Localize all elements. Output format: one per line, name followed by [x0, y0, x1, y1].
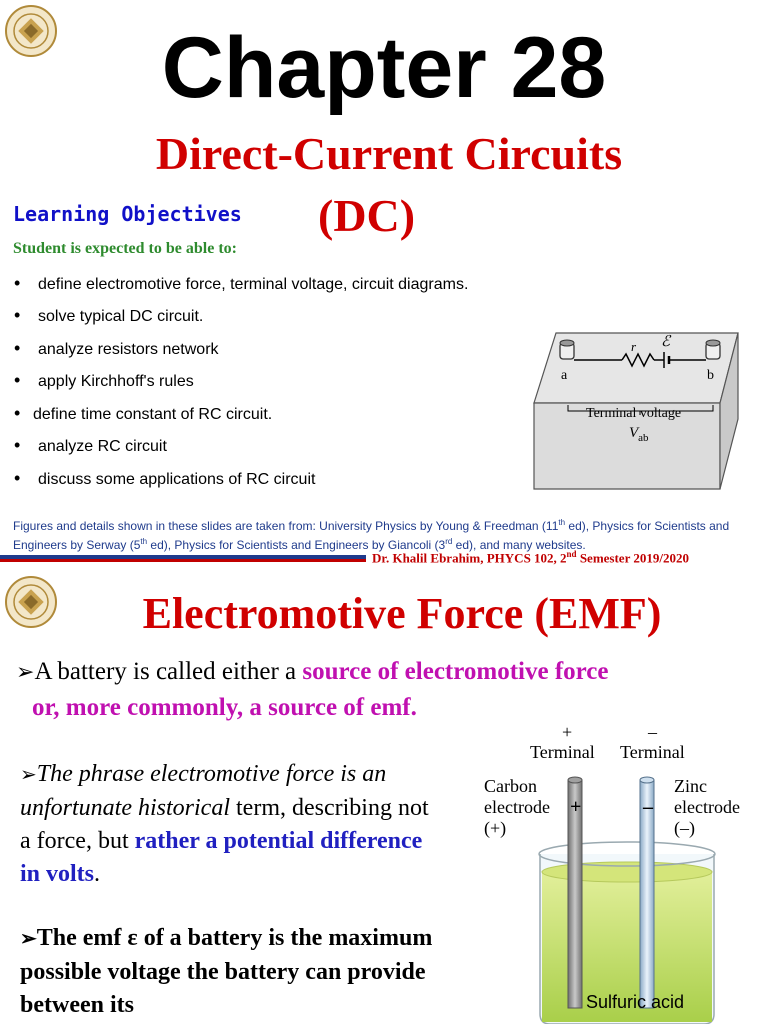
subtitle-line-1: Direct-Current Circuits — [155, 128, 623, 179]
objective-text: apply Kirchhoff's rules — [38, 373, 194, 390]
arrow-bullet-icon: ➢ — [20, 928, 37, 950]
objective-text: define time constant of RC circuit. — [33, 406, 273, 423]
zinc-label-line2: electrode — [674, 797, 740, 817]
carbon-label-line1: Carbon — [484, 776, 537, 796]
bullet-icon: • — [14, 403, 21, 423]
zinc-label-line1: Zinc — [674, 776, 707, 796]
objective-text: analyze resistors network — [38, 341, 219, 358]
terminal-voltage-caption: Terminal voltage — [586, 406, 682, 421]
objective-text: discuss some applications of RC circuit — [38, 471, 316, 488]
bullet-icon: • — [14, 273, 21, 293]
terminal-voltage-diagram: r ℰ a b Terminal voltage Vab — [530, 325, 742, 495]
acid-label: Sulfuric acid — [586, 992, 685, 1012]
p1-highlight-2: or, more commonly, a source of emf. — [32, 694, 417, 721]
vab-label: Vab — [629, 425, 649, 444]
instructor-footer: Dr. Khalil Ebrahim, PHYCS 102, 2nd Semes… — [372, 549, 689, 566]
emf-symbol: ε — [127, 925, 138, 951]
rod-minus-sign: – — [643, 796, 653, 818]
p2-end: . — [94, 861, 101, 887]
plus-terminal-sign: + — [562, 722, 573, 742]
subtitle-line-2: (DC) — [318, 190, 416, 241]
objective-text: define electromotive force, terminal vol… — [38, 276, 469, 293]
p1-highlight: source of electromotive force — [302, 658, 609, 685]
vab-symbol: V — [629, 425, 639, 441]
terminal-b-label: b — [707, 368, 714, 383]
terminal-a-label: a — [561, 368, 568, 383]
footer-rule-red — [0, 559, 366, 562]
p1-text: A battery is called either a — [34, 658, 303, 685]
arrow-bullet-icon: ➢ — [16, 659, 35, 684]
instructor-superscript: nd — [566, 549, 577, 559]
p2-text: term, describing not a force, but — [20, 795, 429, 854]
objective-text: analyze RC circuit — [38, 438, 167, 455]
emf-symbol-label: ℰ — [661, 334, 671, 350]
p3-text: The emf — [36, 925, 128, 951]
p3-text: of a battery is the maximum possible vol… — [20, 925, 433, 1018]
instructor-text: Semester 2019/2020 — [576, 550, 689, 566]
resistor-label: r — [631, 339, 637, 354]
voltaic-cell-diagram: + – Terminal Terminal Carbon electrode (… — [470, 722, 760, 1025]
credits-superscript: rd — [445, 537, 453, 546]
university-seal-icon — [4, 575, 58, 634]
objectives-intro: Student is expected to be able to: — [13, 240, 237, 257]
zinc-label-line3: (–) — [674, 818, 695, 838]
bullet-icon: • — [14, 370, 21, 390]
objectives-heading: Learning Objectives — [13, 202, 242, 226]
credits-text: ed), Physics for Scientists and Engineer… — [147, 538, 446, 552]
vab-subscript: ab — [638, 432, 649, 444]
emf-slide-title: Electromotive Force (EMF) — [142, 589, 662, 638]
p2-blue: rather a potential difference in volts — [20, 828, 423, 887]
emf-paragraph-3: ➢The emf ε of a battery is the maximum p… — [20, 922, 440, 1022]
terminal-right-label: Terminal — [620, 742, 685, 762]
carbon-label-line2: electrode — [484, 797, 550, 817]
footer-rule-blue — [0, 555, 366, 559]
credits-text: ed), Physics for Scientists and Engineer… — [13, 519, 730, 552]
terminal-left-label: Terminal — [530, 742, 595, 762]
bullet-icon: • — [14, 435, 21, 455]
rod-plus-sign: + — [570, 796, 582, 818]
carbon-label-line3: (+) — [484, 818, 507, 838]
credits-superscript: th — [140, 537, 148, 546]
credits-text: Figures and details shown in these slide… — [13, 519, 559, 533]
credits-superscript: th — [558, 518, 566, 527]
arrow-bullet-icon: ➢ — [20, 764, 37, 786]
minus-terminal-sign: – — [648, 722, 657, 742]
emf-paragraph-2: ➢The phrase electromotive force is an un… — [20, 758, 440, 891]
bullet-icon: • — [14, 305, 21, 325]
credits-text: ed), and many websites. — [452, 538, 586, 552]
p2-italic: The phrase electromotive force is an unf… — [20, 761, 387, 821]
objective-text: solve typical DC circuit. — [38, 308, 204, 325]
emf-paragraph-1: ➢A battery is called either a source of … — [16, 654, 756, 726]
university-seal-icon — [4, 4, 58, 63]
instructor-text: Dr. Khalil Ebrahim, PHYCS 102, 2 — [372, 550, 567, 566]
bullet-icon: • — [14, 468, 21, 488]
chapter-title: Chapter 28 — [161, 20, 607, 116]
source-credits: Figures and details shown in these slide… — [13, 515, 753, 553]
bullet-icon: • — [14, 338, 21, 358]
